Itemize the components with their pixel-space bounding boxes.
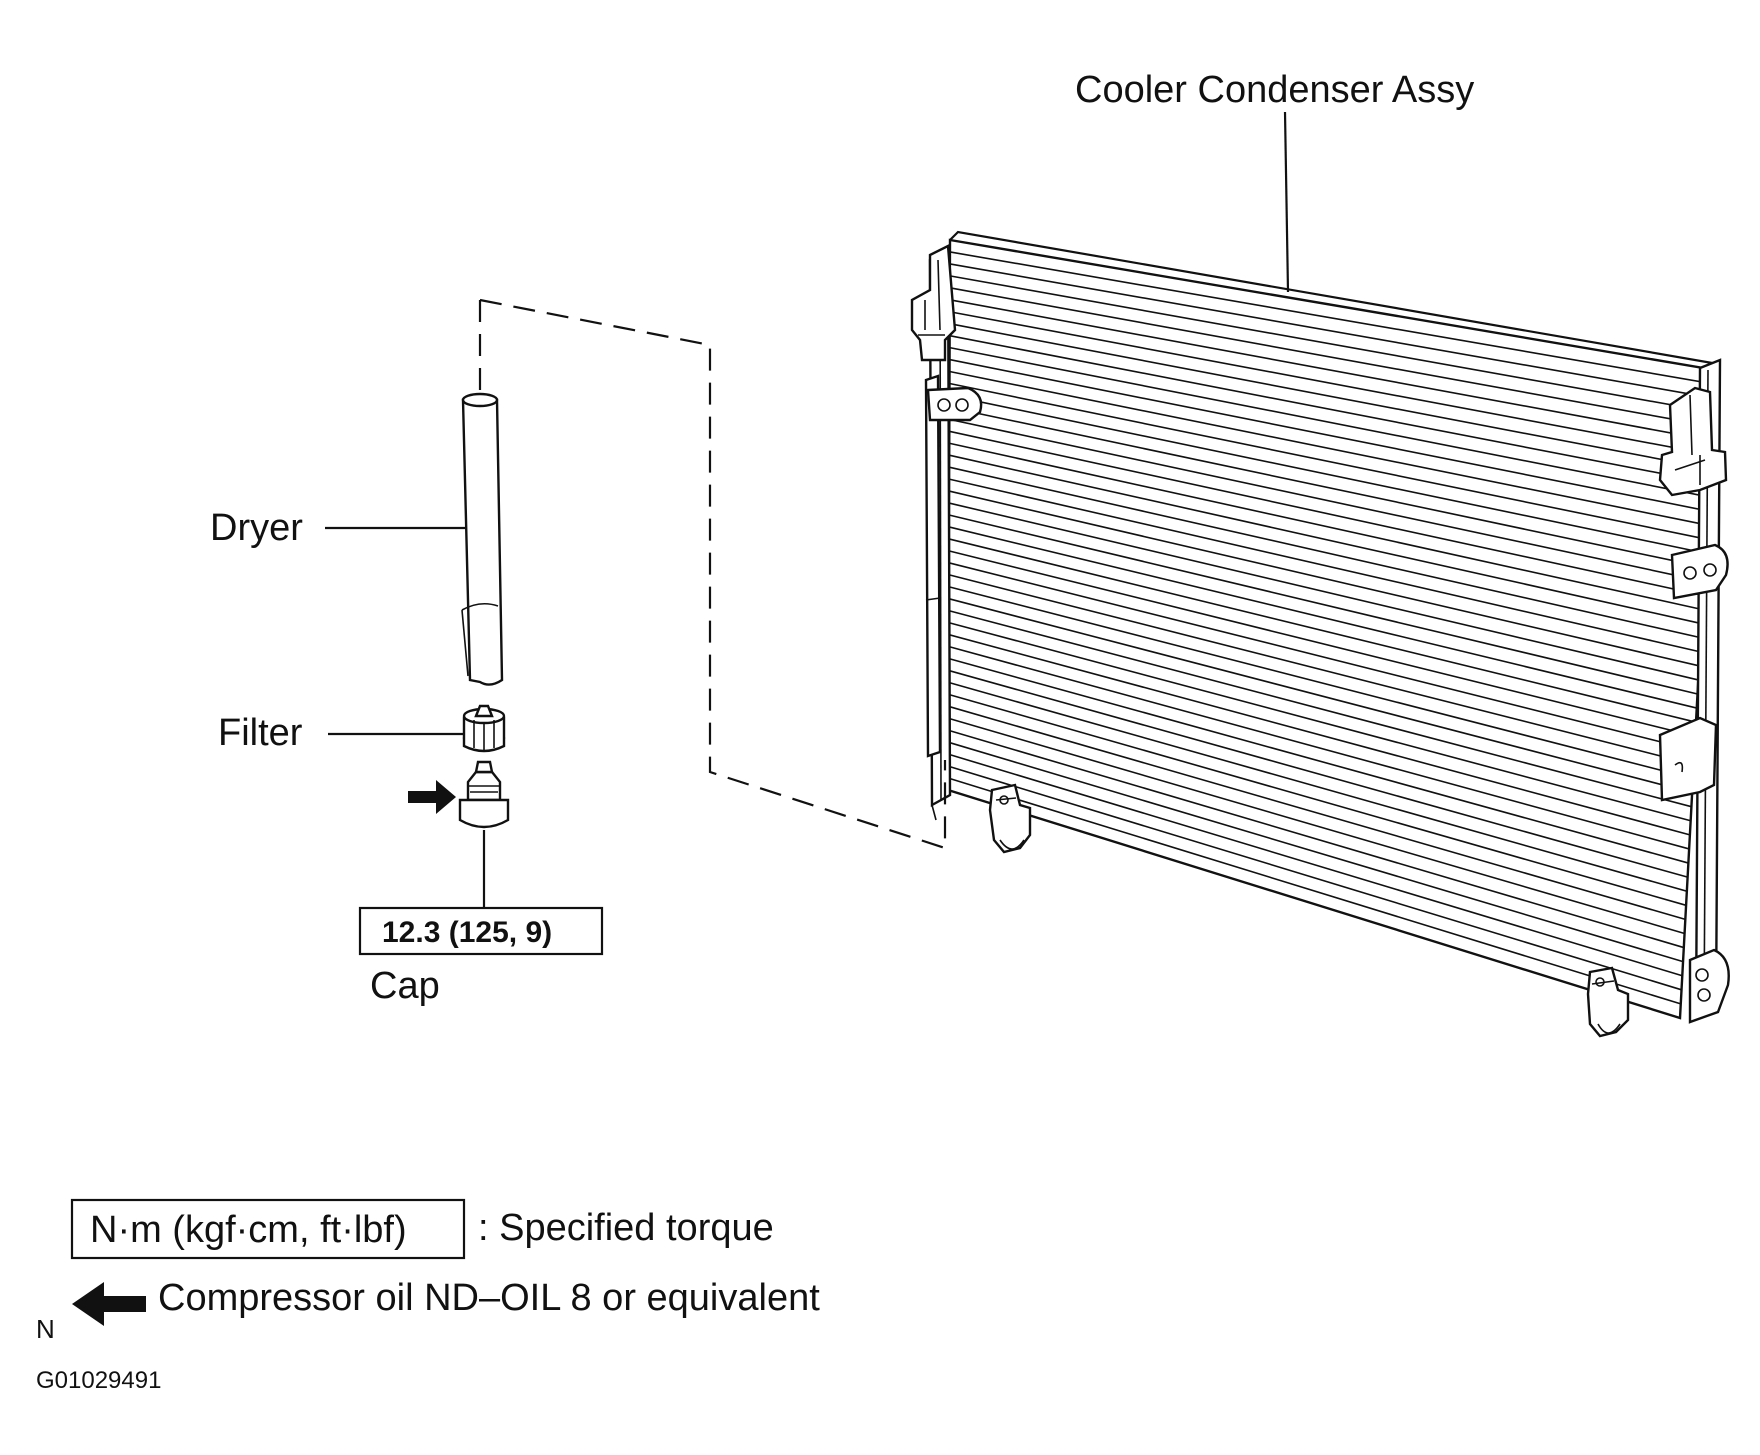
condenser-fin-line (947, 777, 1681, 1005)
condenser-fin-line (949, 287, 1713, 428)
condenser-fin-line (948, 669, 1688, 878)
condenser-fin-line (949, 310, 1711, 456)
cap-label: Cap (370, 965, 440, 1007)
cap-part (458, 760, 510, 829)
exploded-view-outline (479, 298, 947, 850)
condenser-fin-line (949, 418, 1704, 583)
condenser-leader-line (1283, 111, 1290, 293)
condenser-fin-line (948, 526, 1697, 709)
torque-desc-text: : Specified torque (478, 1207, 774, 1249)
right-arrow-icon (408, 780, 456, 814)
condenser-fin-line (948, 645, 1690, 850)
condenser-fin-line (949, 275, 1713, 414)
condenser-fin-line (949, 442, 1703, 611)
condenser-fin-line (948, 705, 1686, 921)
torque-unit-box (70, 1198, 466, 1260)
condenser-fin-line (948, 550, 1696, 738)
condenser-fin-line (949, 406, 1705, 569)
condenser-fin-line (949, 382, 1707, 540)
condenser-fin-line (949, 370, 1707, 526)
dryer-part (461, 392, 504, 686)
condenser-fin-line (948, 717, 1685, 935)
condenser-fin-line (947, 765, 1682, 991)
condenser-fin-line (949, 298, 1712, 442)
condenser-fin-line (948, 621, 1691, 822)
condenser-fins (947, 251, 1715, 1005)
condenser-fin-line (948, 681, 1688, 892)
filter-part (462, 704, 506, 753)
condenser-fin-line (947, 741, 1684, 963)
condenser-fin-line (948, 657, 1689, 864)
condenser-fin-line (949, 346, 1709, 498)
condenser-fin-line (947, 753, 1683, 977)
condenser-fin-line (948, 478, 1700, 653)
figure-code: G01029491 (36, 1367, 161, 1394)
legend: N·m (kgf·cm, ft·lbf) : Specified torque … (36, 1198, 820, 1344)
condenser-fin-line (948, 502, 1699, 681)
filter-label: Filter (218, 712, 303, 754)
left-arrow-icon (72, 1282, 146, 1326)
condenser-fin-line (948, 574, 1694, 766)
condenser-fin-line (949, 358, 1708, 512)
oil-symbol-letter: N (36, 1314, 55, 1344)
condenser-fin-line (947, 729, 1685, 949)
condenser-fin-line (948, 466, 1701, 639)
condenser-fin-line (948, 514, 1698, 695)
condenser-fin-line (948, 597, 1693, 794)
torque-unit-text: N·m (kgf·cm, ft·lbf) (90, 1209, 407, 1251)
condenser-fin-line (948, 490, 1700, 667)
condenser-fin-line (948, 609, 1692, 808)
condenser-fin-line (949, 430, 1703, 597)
condenser-fin-line (948, 633, 1691, 836)
cap-torque-box (358, 906, 604, 956)
condenser-fin-line (948, 585, 1694, 780)
condenser-fin-line (949, 334, 1710, 484)
condenser-fin-line (949, 394, 1706, 554)
condenser-fin-line (949, 322, 1710, 470)
cap-torque-value: 12.3 (125, 9) (382, 916, 552, 949)
condenser-fin-line (948, 693, 1687, 907)
condenser-label: Cooler Condenser Assy (1075, 69, 1474, 111)
oil-desc-text: Compressor oil ND–OIL 8 or equivalent (158, 1277, 820, 1319)
dryer-label: Dryer (210, 507, 303, 549)
condenser-fin-line (949, 263, 1714, 399)
condenser-fin-line (948, 562, 1695, 752)
condenser-fin-line (948, 538, 1697, 723)
condenser-fin-line (949, 251, 1715, 385)
cooler-condenser-assy (910, 230, 1730, 1038)
condenser-fin-line (949, 454, 1702, 625)
